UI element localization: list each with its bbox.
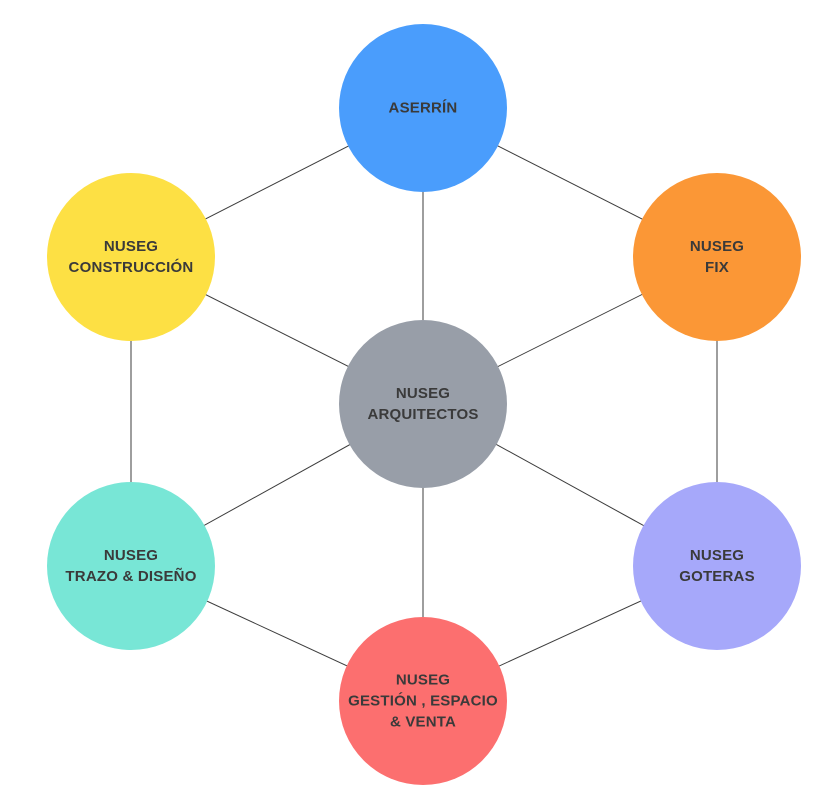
node-center-circle	[339, 320, 507, 488]
node-top-left-circle	[47, 173, 215, 341]
node-bottom-label-line: NUSEG	[396, 672, 450, 689]
node-bottom-right: NUSEG GOTERAS	[633, 482, 801, 650]
node-top-label-line: ASERRÍN	[389, 100, 458, 117]
node-center: NUSEG ARQUITECTOS	[339, 320, 507, 488]
node-bottom-left: NUSEG TRAZO & DISEÑO	[47, 482, 215, 650]
node-top-left-label-line: NUSEG	[104, 238, 158, 255]
nodes-layer: NUSEG ARQUITECTOS ASERRÍN NUSEG FIX NUSEG GOTE…	[47, 24, 801, 785]
node-top-left-label-line: CONSTRUCCIÓN	[69, 258, 194, 276]
node-bottom-label-line: & VENTA	[390, 714, 456, 731]
node-top: ASERRÍN	[339, 24, 507, 192]
node-top-right-label-line: FIX	[705, 259, 729, 276]
node-top-right-label-line: NUSEG	[690, 238, 744, 255]
node-top-right: NUSEG FIX	[633, 173, 801, 341]
node-bottom-label-line: GESTIÓN , ESPACIO	[348, 692, 498, 710]
node-bottom-circle	[339, 617, 507, 785]
node-center-label-line: NUSEG	[396, 385, 450, 402]
node-bottom-right-label-line: GOTERAS	[679, 568, 755, 585]
node-top-right-circle	[633, 173, 801, 341]
node-bottom-right-label-line: NUSEG	[690, 547, 744, 564]
node-top-circle	[339, 24, 507, 192]
node-bottom: NUSEG GESTIÓN , ESPACIO & VENTA	[339, 617, 507, 785]
node-top-left: NUSEG CONSTRUCCIÓN	[47, 173, 215, 341]
node-bottom-right-circle	[633, 482, 801, 650]
node-bottom-left-circle	[47, 482, 215, 650]
node-center-label-line: ARQUITECTOS	[367, 406, 478, 423]
node-bottom-left-label-line: NUSEG	[104, 547, 158, 564]
node-bottom-left-label-line: TRAZO & DISEÑO	[65, 567, 196, 585]
